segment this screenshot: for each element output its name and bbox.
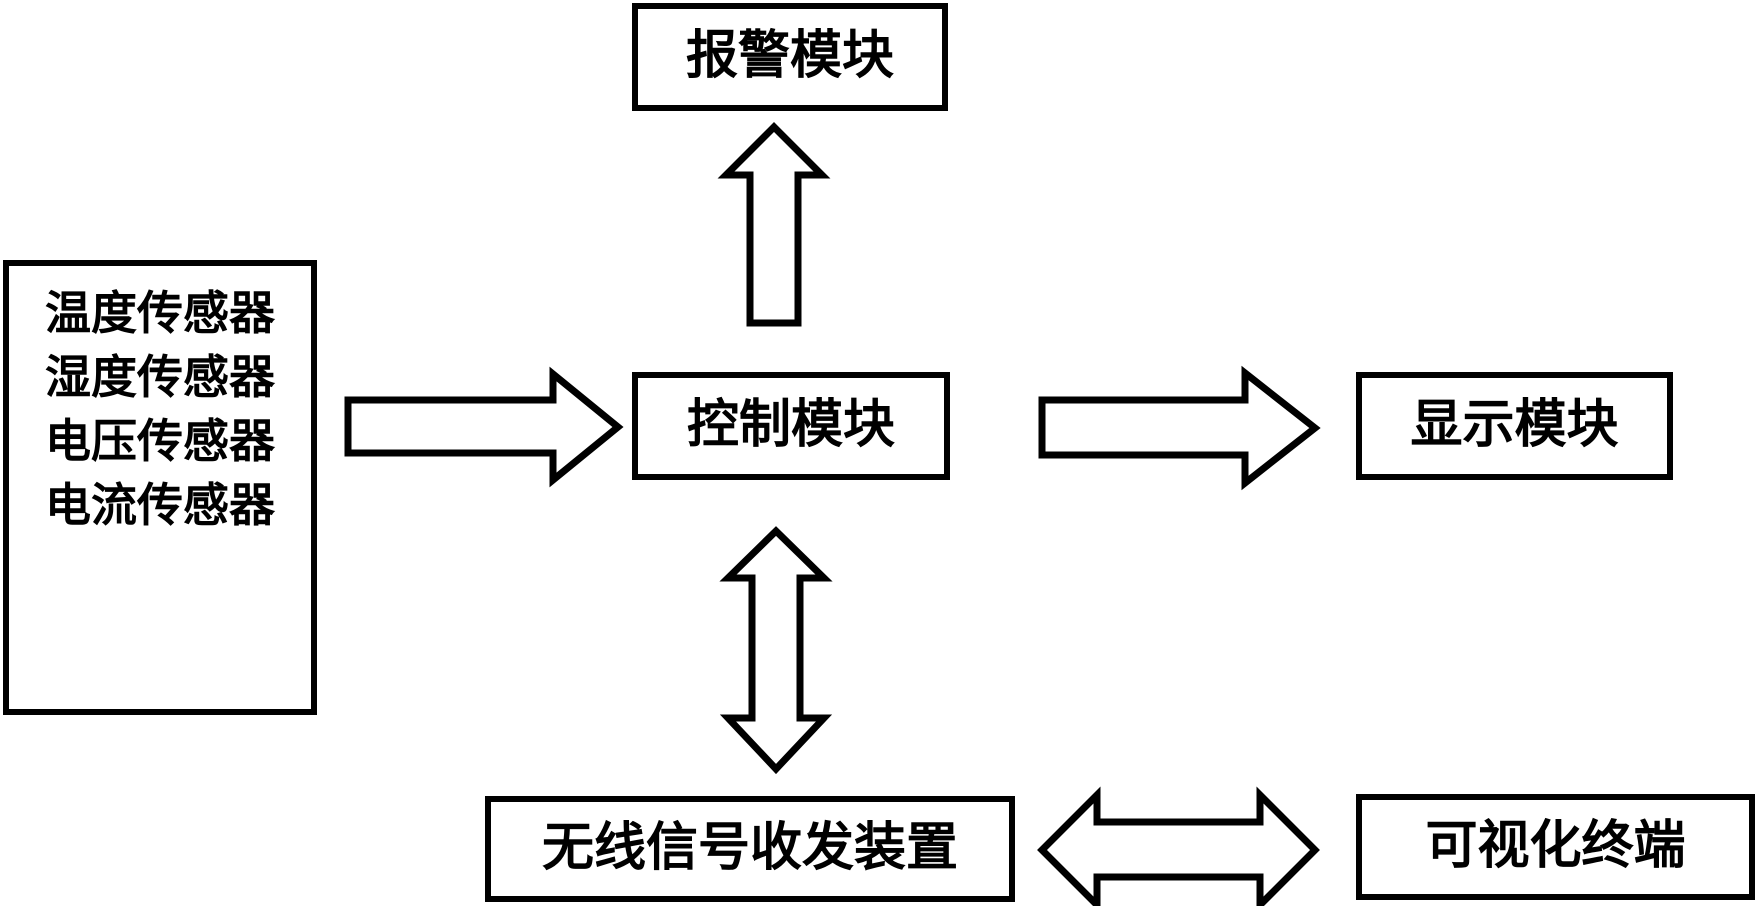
arrow-control-to-display xyxy=(1038,365,1321,491)
arrow-sensors-to-control xyxy=(344,366,624,488)
node-display-module: 显示模块 xyxy=(1356,372,1673,480)
arrow-control-wireless-bidirectional xyxy=(719,526,833,775)
node-sensors: 温度传感器 湿度传感器 电压传感器 电流传感器 xyxy=(3,260,317,715)
sensor-item-temperature: 温度传感器 xyxy=(45,288,275,339)
node-terminal-label: 可视化终端 xyxy=(1425,818,1686,875)
arrow-wireless-terminal-bidirectional xyxy=(1037,786,1320,906)
sensor-item-humidity: 湿度传感器 xyxy=(45,352,275,403)
node-wireless-transceiver: 无线信号收发装置 xyxy=(485,796,1015,902)
sensor-list: 温度传感器 湿度传感器 电压传感器 电流传感器 xyxy=(45,282,275,538)
node-control-module: 控制模块 xyxy=(632,372,950,480)
node-alarm-module: 报警模块 xyxy=(632,3,948,111)
sensor-item-voltage: 电压传感器 xyxy=(45,416,275,467)
sensor-item-current: 电流传感器 xyxy=(45,480,275,531)
node-alarm-label: 报警模块 xyxy=(685,28,894,85)
node-wireless-label: 无线信号收发装置 xyxy=(541,820,958,877)
node-visualization-terminal: 可视化终端 xyxy=(1356,794,1755,900)
node-display-label: 显示模块 xyxy=(1410,397,1619,454)
node-control-label: 控制模块 xyxy=(686,397,895,454)
arrow-control-to-alarm xyxy=(717,122,831,327)
